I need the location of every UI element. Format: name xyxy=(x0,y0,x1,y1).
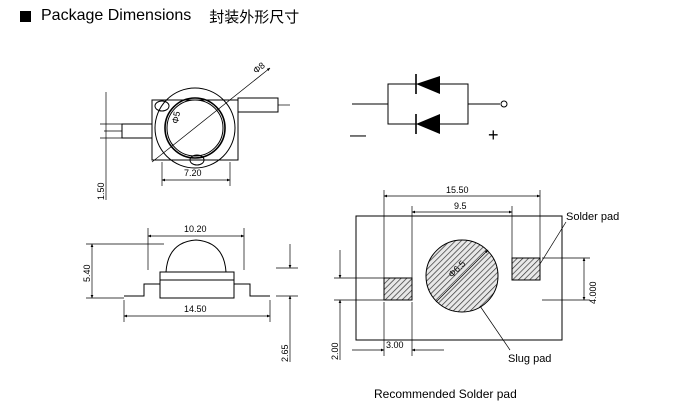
side-view-lead-left xyxy=(124,283,160,297)
side-view-total-width-label: 14.50 xyxy=(184,304,207,314)
top-view-lens-circle xyxy=(164,97,226,159)
solder-pad-overall-label: 15.50 xyxy=(446,185,469,195)
top-view-tab-left xyxy=(154,100,170,112)
top-view-lens-label: Φ5 xyxy=(170,111,182,125)
top-view-tab-bottom xyxy=(189,154,205,166)
side-view-height-label: 5.40 xyxy=(82,264,92,282)
diode-bottom-icon xyxy=(416,114,440,134)
solder-pad-right xyxy=(511,257,541,281)
side-view-lens xyxy=(165,239,227,273)
top-view: Φ8 Φ5 7.20 1.50 xyxy=(96,60,290,200)
solder-pad-size-label: 2.00 xyxy=(330,342,340,360)
title-english: Package Dimensions xyxy=(41,7,192,24)
header: Package Dimensions 封装外形尺寸 xyxy=(20,6,299,26)
top-view-outer-circle xyxy=(154,87,236,169)
diode-schematic: — + xyxy=(350,74,508,145)
diode-top-icon xyxy=(416,76,440,94)
solder-pad-caption: Recommended Solder pad xyxy=(374,387,517,401)
top-view-width-label: 7.20 xyxy=(184,168,202,178)
top-view-diameter-line xyxy=(151,67,271,163)
solder-pad-spacing-label: 9.5 xyxy=(454,201,467,211)
solder-pad-width-label: 3.00 xyxy=(386,340,404,350)
side-view-lead-right xyxy=(234,283,270,297)
slug-pad-callout: Slug pad xyxy=(508,353,551,365)
schematic-plus-label: + xyxy=(488,125,499,145)
schematic-terminal xyxy=(500,100,508,108)
solder-pad-left xyxy=(383,277,413,301)
solder-pad-callout: Solder pad xyxy=(566,211,619,223)
top-view-lead-right xyxy=(237,97,279,113)
side-view: 10.20 5.40 14.50 2.65 xyxy=(82,224,298,362)
schematic-minus-label: — xyxy=(350,127,366,144)
top-view-lead-left xyxy=(121,123,153,139)
top-view-body xyxy=(151,99,239,161)
side-view-lens-width-label: 10.20 xyxy=(184,224,207,234)
side-view-lead-label: 2.65 xyxy=(280,344,290,362)
top-view-diameter-label: Φ8 xyxy=(251,60,267,75)
top-view-height-label: 1.50 xyxy=(96,182,106,200)
side-view-body xyxy=(159,271,235,299)
bullet-square-icon xyxy=(20,10,31,22)
title-chinese: 封装外形尺寸 xyxy=(209,7,300,26)
solder-pad-view: 15.50 9.5 Solder pad 4.000 Φ6.5 Slug pad… xyxy=(330,185,619,401)
solder-pad-height-label: 4.000 xyxy=(588,281,598,304)
